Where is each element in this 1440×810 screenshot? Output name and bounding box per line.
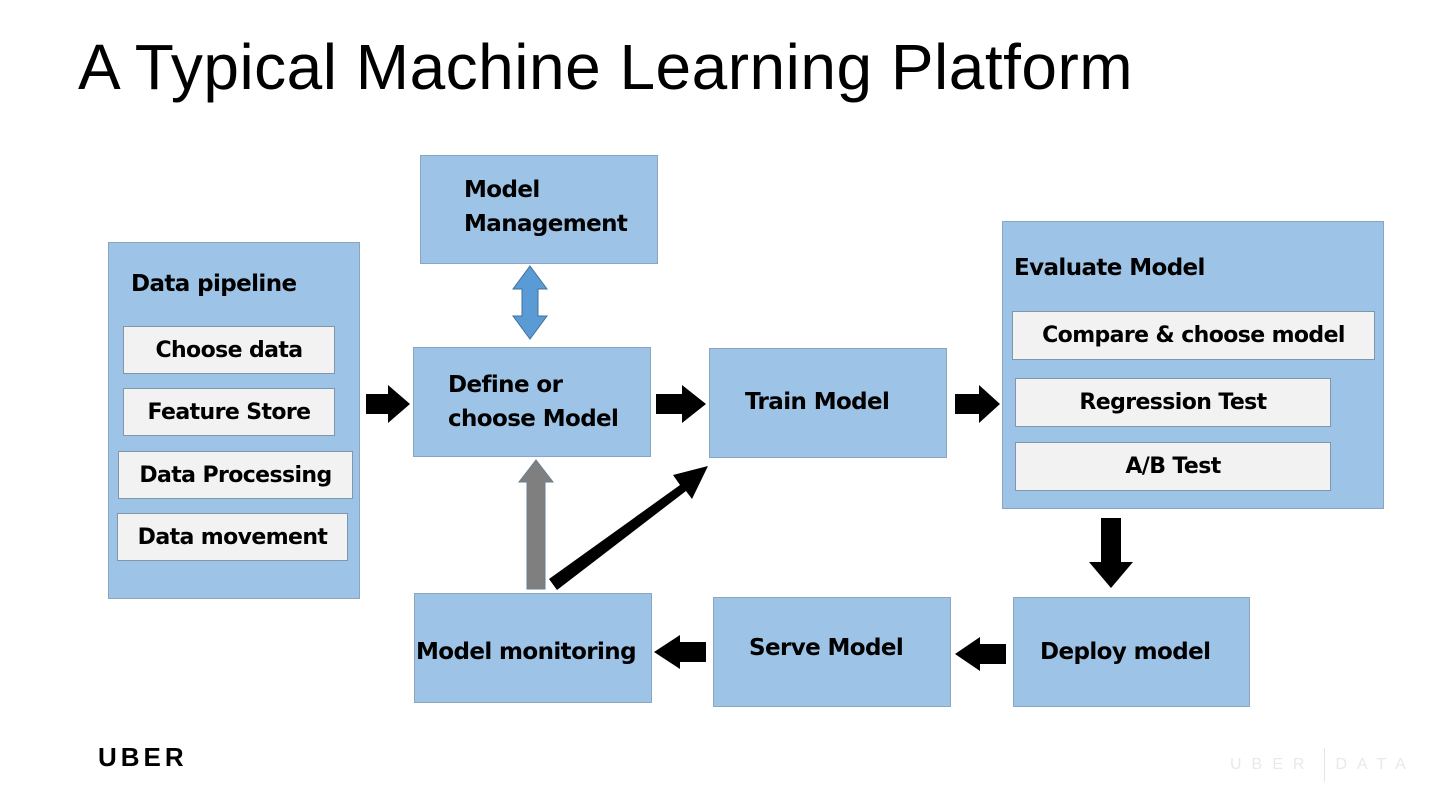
arrow-management-define-bidirectional [512, 265, 548, 340]
arrow-deploy-to-serve [955, 637, 1006, 671]
define-model-box: Define or choose Model [413, 347, 651, 457]
model-management-box: Model Management [420, 155, 658, 264]
arrow-monitoring-to-define [517, 459, 555, 590]
arrow-serve-to-monitoring [654, 635, 706, 669]
model-monitoring-label: Model monitoring [416, 639, 637, 665]
watermark-uber: UBER [1230, 756, 1315, 773]
model-monitoring-box: Model monitoring [414, 593, 652, 703]
deploy-model-label: Deploy model [1040, 639, 1211, 665]
train-model-box: Train Model [709, 348, 947, 458]
arrow-evaluate-to-deploy [1089, 518, 1133, 588]
uber-logo: UBER [98, 742, 188, 772]
ab-test-box: A/B Test [1015, 442, 1331, 491]
define-model-line1: Define or [448, 372, 563, 398]
define-model-line2: choose Model [448, 406, 619, 432]
deploy-model-box: Deploy model [1013, 597, 1250, 707]
serve-model-box: Serve Model [713, 597, 951, 707]
regression-test-box: Regression Test [1015, 378, 1331, 427]
feature-store-box: Feature Store [123, 388, 335, 436]
watermark-divider [1324, 748, 1326, 782]
evaluate-model-label: Evaluate Model [1014, 255, 1205, 281]
watermark-data: DATA [1335, 756, 1416, 773]
arrow-train-to-evaluate [955, 385, 1000, 423]
data-pipeline-label: Data pipeline [131, 271, 297, 297]
arrow-monitoring-to-train [549, 466, 708, 590]
train-model-label: Train Model [745, 389, 890, 415]
model-management-line1: Model [464, 177, 540, 203]
data-processing-box: Data Processing [118, 451, 353, 499]
serve-model-label: Serve Model [749, 635, 904, 661]
compare-choose-model-box: Compare & choose model [1012, 311, 1375, 360]
uber-data-watermark: UBER DATA [1230, 748, 1416, 782]
choose-data-box: Choose data [123, 326, 335, 374]
data-movement-box: Data movement [117, 513, 348, 561]
model-management-line2: Management [464, 211, 628, 237]
page-title: A Typical Machine Learning Platform [78, 31, 1134, 103]
arrow-define-to-train [656, 385, 706, 423]
arrow-pipeline-to-define [366, 385, 410, 423]
